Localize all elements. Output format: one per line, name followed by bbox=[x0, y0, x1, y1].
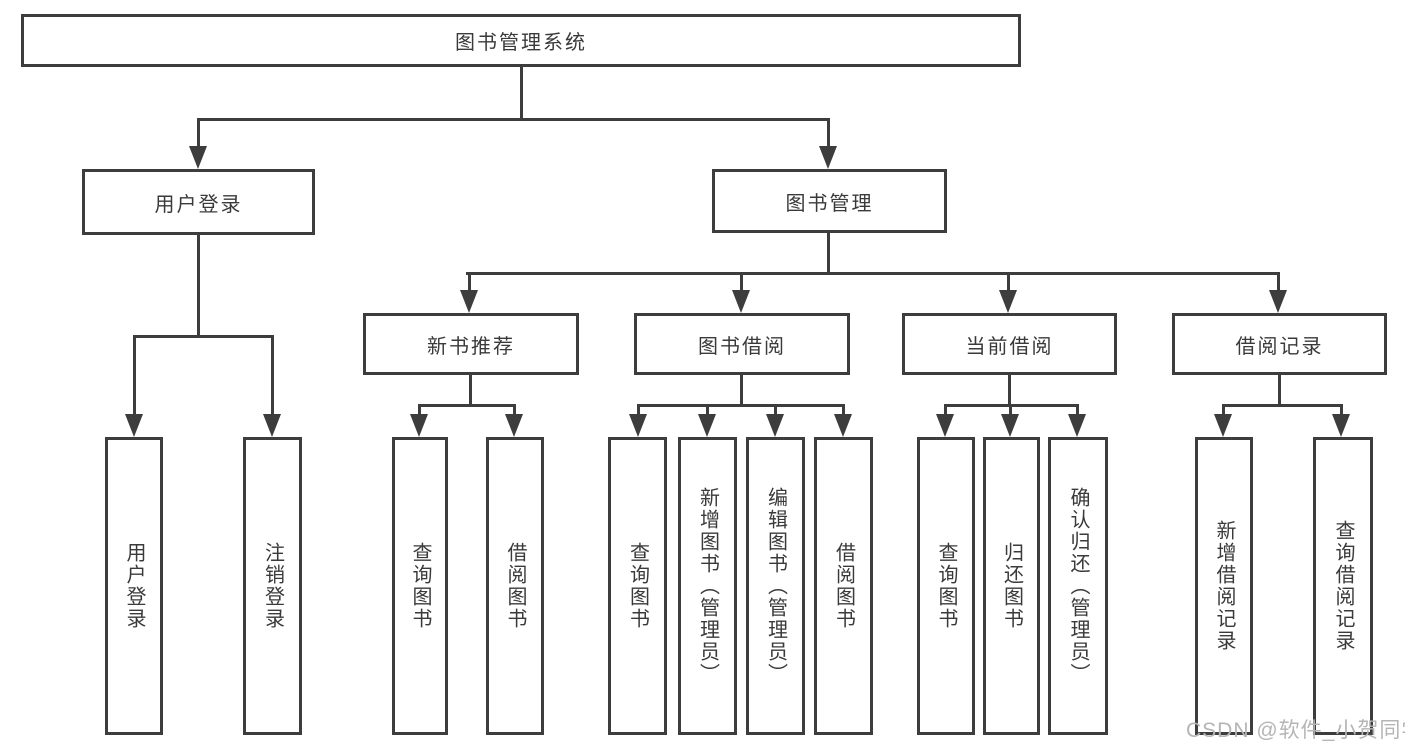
connector-drop bbox=[637, 404, 640, 416]
arrowhead-current-borrow bbox=[999, 290, 1017, 313]
arrowhead-leaf-user-login bbox=[125, 414, 143, 437]
arrowhead-borrow-records bbox=[1269, 290, 1287, 313]
arrowhead bbox=[629, 414, 647, 437]
leaf-edit-books-admin: 编辑图书（管理员） bbox=[746, 437, 805, 735]
connector-book-borrow-bus bbox=[637, 404, 844, 407]
connector-drop bbox=[842, 404, 845, 416]
node-label: 图书管理 bbox=[785, 192, 874, 215]
arrowhead bbox=[1214, 414, 1232, 437]
arrowhead bbox=[1001, 414, 1019, 437]
arrowhead bbox=[834, 414, 852, 437]
node-label: 用户登录 bbox=[154, 193, 243, 216]
arrowhead-book-management bbox=[819, 146, 837, 169]
node-label: 查询图书 bbox=[626, 542, 649, 630]
connector-user-login-stem bbox=[197, 235, 200, 335]
leaf-return-books: 归还图书 bbox=[983, 437, 1040, 735]
connector-drop-book-management bbox=[827, 118, 830, 148]
connector-book-management-stem bbox=[827, 233, 830, 274]
node-new-book-recommend: 新书推荐 bbox=[363, 313, 579, 375]
node-label: 借阅记录 bbox=[1235, 335, 1324, 358]
connector-drop-leaf-user-login bbox=[133, 335, 136, 415]
node-library-management-system: 图书管理系统 bbox=[21, 14, 1021, 67]
arrowhead-new-book bbox=[460, 290, 478, 313]
leaf-add-books-admin: 新增图书（管理员） bbox=[678, 437, 737, 735]
connector-new-book-bus bbox=[418, 404, 516, 407]
arrowhead bbox=[505, 414, 523, 437]
connector-drop bbox=[774, 404, 777, 416]
connector-drop bbox=[418, 404, 421, 416]
connector-drop-current-borrow bbox=[1007, 272, 1010, 292]
node-label: 借阅图书 bbox=[832, 542, 855, 630]
node-borrow-records: 借阅记录 bbox=[1172, 313, 1387, 375]
leaf-confirm-return-admin: 确认归还（管理员） bbox=[1048, 437, 1108, 735]
connector-level3-bus bbox=[466, 272, 1280, 275]
connector-new-book-stem bbox=[469, 375, 472, 404]
leaf-add-borrow-record: 新增借阅记录 bbox=[1195, 437, 1253, 735]
connector-root-stem bbox=[520, 67, 523, 118]
arrowhead bbox=[1068, 414, 1086, 437]
node-label: 编辑图书（管理员） bbox=[764, 487, 787, 685]
connector-drop bbox=[1222, 404, 1225, 416]
node-label: 新增图书（管理员） bbox=[696, 487, 719, 685]
node-label: 新书推荐 bbox=[427, 335, 515, 358]
leaf-borrow-books-recommend: 借阅图书 bbox=[486, 437, 544, 735]
leaf-query-books-recommend: 查询图书 bbox=[392, 437, 448, 735]
connector-drop-leaf-logout bbox=[271, 335, 274, 415]
node-label: 图书管理系统 bbox=[455, 32, 587, 54]
arrowhead bbox=[766, 414, 784, 437]
connector-borrow-records-bus bbox=[1222, 404, 1343, 407]
node-label: 图书借阅 bbox=[698, 335, 786, 358]
node-label: 当前借阅 bbox=[965, 335, 1054, 358]
connector-drop-borrow-records bbox=[1277, 272, 1280, 292]
node-label: 新增借阅记录 bbox=[1213, 520, 1235, 652]
leaf-query-books-borrow: 查询图书 bbox=[608, 437, 667, 735]
node-label: 借阅图书 bbox=[504, 542, 526, 630]
arrowhead-book-borrow bbox=[732, 290, 750, 313]
connector-drop bbox=[1076, 404, 1079, 416]
node-label: 归还图书 bbox=[1000, 542, 1023, 630]
csdn-watermark: CSDN @软件_小贺同学 bbox=[1186, 719, 1405, 742]
connector-drop bbox=[706, 404, 709, 416]
node-user-login: 用户登录 bbox=[82, 169, 315, 235]
arrowhead-leaf-logout bbox=[263, 414, 281, 437]
leaf-query-borrow-record: 查询借阅记录 bbox=[1313, 437, 1373, 735]
connector-book-borrow-stem bbox=[740, 375, 743, 404]
leaf-user-login: 用户登录 bbox=[105, 437, 163, 735]
node-book-borrow: 图书借阅 bbox=[634, 313, 850, 375]
connector-drop-user-login bbox=[197, 118, 200, 148]
connector-drop-book-borrow bbox=[740, 272, 743, 292]
leaf-query-books-current: 查询图书 bbox=[917, 437, 975, 735]
node-label: 确认归还（管理员） bbox=[1067, 487, 1089, 685]
connector-current-borrow-stem bbox=[1008, 375, 1011, 404]
connector-level2-bus bbox=[197, 118, 830, 121]
node-book-management: 图书管理 bbox=[712, 169, 947, 233]
node-current-borrow: 当前借阅 bbox=[902, 313, 1117, 375]
node-label: 查询图书 bbox=[409, 542, 431, 630]
arrowhead bbox=[410, 414, 428, 437]
arrowhead-user-login bbox=[189, 146, 207, 169]
arrowhead bbox=[1332, 414, 1350, 437]
leaf-borrow-books: 借阅图书 bbox=[814, 437, 873, 735]
connector-drop bbox=[513, 404, 516, 416]
node-label: 注销登录 bbox=[261, 542, 284, 630]
connector-drop-new-book bbox=[468, 272, 471, 292]
arrowhead bbox=[936, 414, 954, 437]
connector-drop bbox=[944, 404, 947, 416]
connector-drop bbox=[1009, 404, 1012, 416]
node-label: 查询借阅记录 bbox=[1332, 520, 1354, 652]
node-label: 查询图书 bbox=[935, 542, 957, 630]
arrowhead bbox=[698, 414, 716, 437]
leaf-logout: 注销登录 bbox=[243, 437, 302, 735]
connector-drop bbox=[1340, 404, 1343, 416]
connector-borrow-records-stem bbox=[1278, 375, 1281, 404]
connector-user-login-bus bbox=[133, 335, 274, 338]
node-label: 用户登录 bbox=[123, 542, 145, 630]
